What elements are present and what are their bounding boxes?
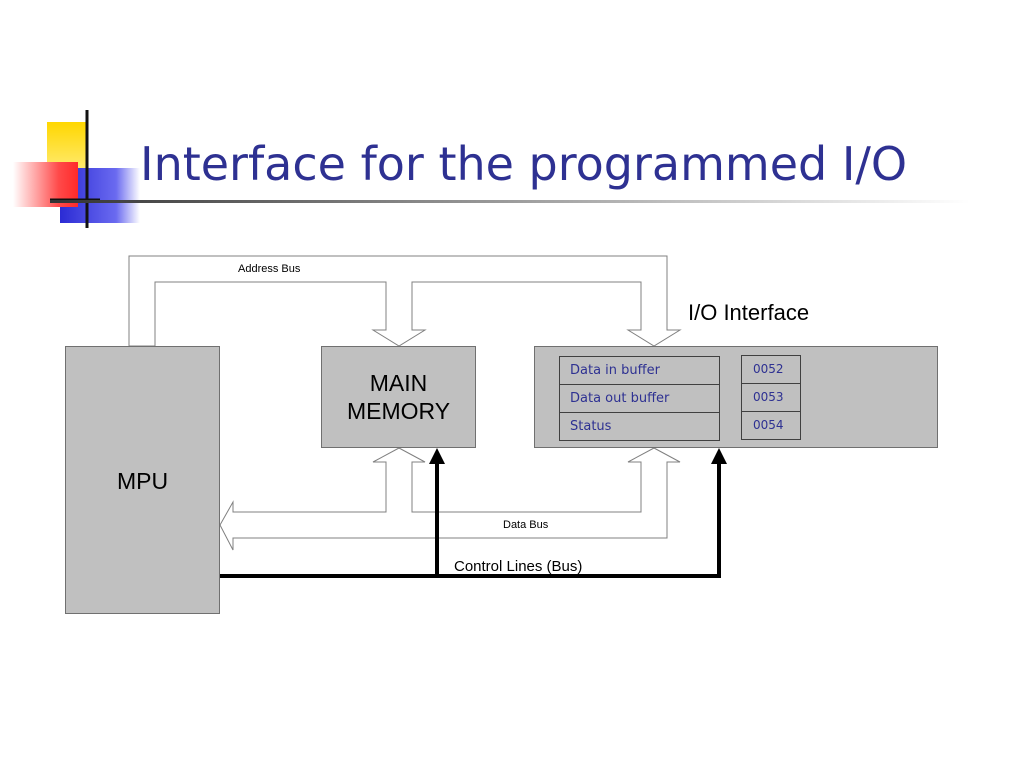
register-data-in: Data in buffer [559, 356, 720, 385]
io-interface-block: Data in buffer Data out buffer Status 00… [534, 346, 938, 448]
register-status: Status [559, 412, 720, 441]
data-bus-arrow [219, 447, 681, 551]
io-interface-label: I/O Interface [688, 300, 810, 325]
data-bus-label: Data Bus [503, 519, 549, 531]
address-0054: 0054 [741, 411, 801, 440]
main-memory-label-line1: MAIN [369, 370, 428, 396]
control-arrowhead-io [711, 448, 727, 464]
address-bus-label: Address Bus [238, 263, 301, 275]
title-underline [50, 200, 970, 203]
address-0053: 0053 [741, 383, 801, 412]
register-data-out: Data out buffer [559, 384, 720, 413]
control-bus-label: Control Lines (Bus) [454, 558, 583, 575]
mpu-label: MPU [116, 468, 169, 494]
main-memory-block: MAIN MEMORY [321, 346, 476, 448]
mpu-block: MPU [65, 346, 220, 614]
main-memory-label-line2: MEMORY [346, 398, 451, 424]
address-0052: 0052 [741, 355, 801, 384]
address-bus-arrow [128, 255, 682, 347]
main-memory-label: MAIN MEMORY [322, 369, 475, 425]
control-line [220, 462, 721, 578]
control-arrowhead-memory [429, 448, 445, 464]
page-title: Interface for the programmed I/O [140, 137, 908, 191]
